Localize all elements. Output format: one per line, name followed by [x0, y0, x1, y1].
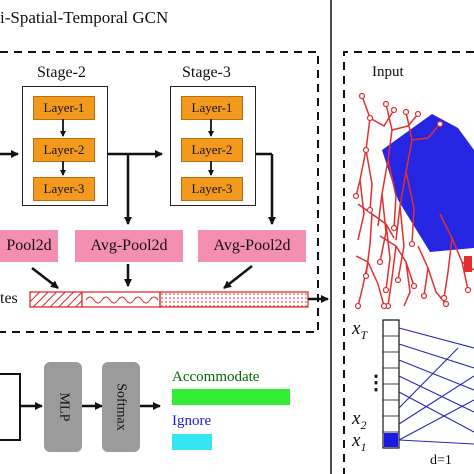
- diagram-title: i-Spatial-Temporal GCN: [0, 8, 169, 27]
- stage-3-layer-3: Layer-3: [181, 177, 243, 201]
- x-2-subscript: 2: [360, 417, 367, 432]
- x-1-subscript: 1: [360, 439, 367, 454]
- x-t-label: xT: [352, 318, 368, 342]
- temporal-vector-cells: [383, 335, 399, 433]
- legend-accommodate-swatch: [172, 389, 290, 405]
- dilation-connections: [398, 327, 474, 445]
- dilation-label: d=1: [430, 453, 452, 468]
- temporal-vector-x1-cell: [384, 433, 398, 447]
- stage-3-layer-1: Layer-1: [181, 96, 243, 120]
- pool-3: Avg-Pool2d: [198, 230, 306, 262]
- feature-bar-dotted: [159, 291, 309, 308]
- stage-3-label: Stage-3: [182, 64, 231, 81]
- mlp-label: MLP: [55, 392, 71, 422]
- x-1-label: x1: [352, 430, 367, 454]
- softmax-label: Softmax: [114, 383, 130, 431]
- right-panel-dashed-frame: [343, 51, 474, 474]
- red-marker: [464, 256, 472, 272]
- mlp-block: MLP: [44, 362, 82, 452]
- features-label: tes: [0, 290, 18, 307]
- x-t-subscript: T: [360, 327, 368, 342]
- ellipsis: ⋮: [366, 372, 386, 394]
- gcn-dashed-frame: [0, 51, 319, 333]
- input-label: Input: [372, 64, 404, 80]
- arrow-pool3-to-bar: [223, 265, 253, 289]
- stage-3-layer-2: Layer-2: [181, 138, 243, 162]
- skeleton-joints: [352, 92, 472, 310]
- legend-accommodate-label: Accommodate: [172, 369, 260, 385]
- pool-2: Avg-Pool2d: [75, 230, 183, 262]
- feature-bar-squiggle-pattern: [85, 296, 159, 304]
- input-box-partial: [0, 373, 21, 441]
- attention-highlight-shape: [382, 114, 474, 252]
- arrow-pool1-to-bar: [31, 267, 59, 289]
- softmax-block: Softmax: [102, 362, 140, 452]
- legend-ignore-label: Ignore: [172, 413, 212, 429]
- stage-2-layer-1: Layer-1: [33, 96, 95, 120]
- stage-2-layer-3: Layer-3: [33, 177, 95, 201]
- feature-bar-hatched: [29, 291, 83, 308]
- x-2-label: x2: [352, 408, 367, 432]
- stage-2-label: Stage-2: [37, 64, 86, 81]
- legend-ignore-swatch: [172, 434, 212, 450]
- stage-2-layer-2: Layer-2: [33, 138, 95, 162]
- pool-1: Pool2d: [0, 230, 58, 262]
